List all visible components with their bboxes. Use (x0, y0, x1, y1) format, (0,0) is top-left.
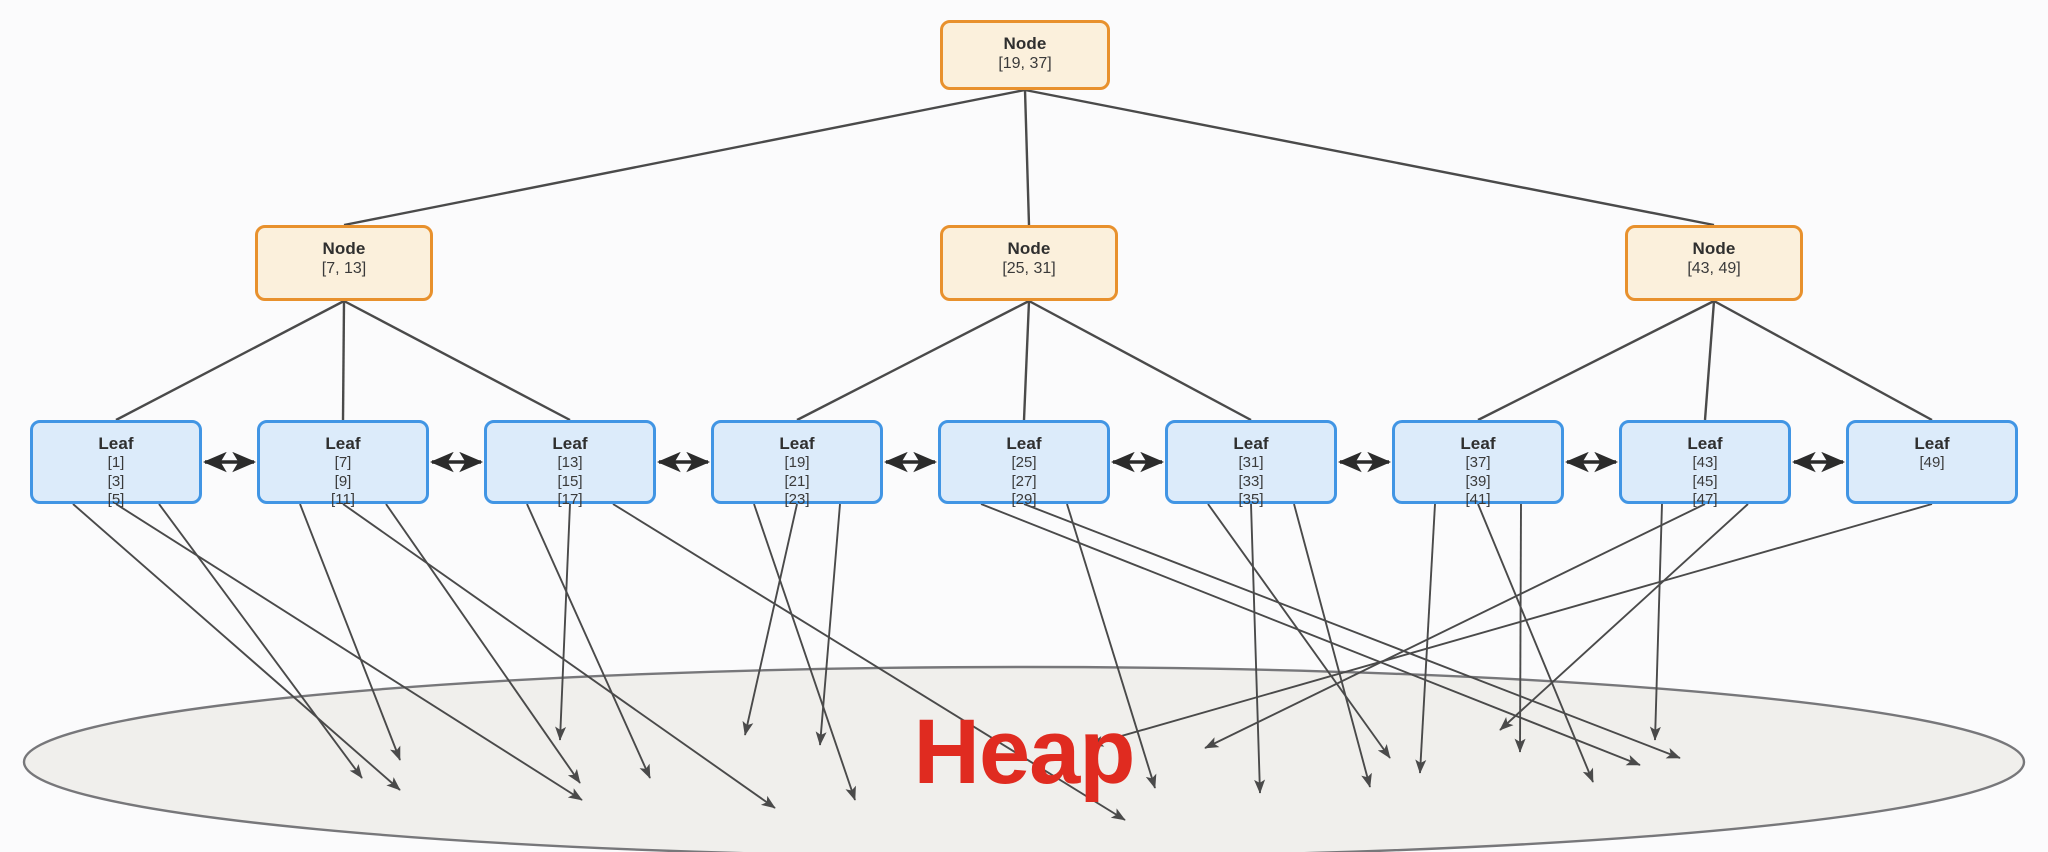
leaf-node-key: [15] (557, 472, 583, 490)
internal-node-title: Node (322, 239, 366, 258)
leaf-node-key: [19] (784, 454, 810, 472)
leaf-node-5[interactable]: Leaf[25][27][29] (938, 420, 1110, 508)
record-pointer (753, 503, 856, 801)
record-pointer (1293, 503, 1372, 788)
leaf-node-title: Leaf (325, 434, 361, 453)
leaf-node-title: Leaf (1233, 434, 1269, 453)
leaf-node-1[interactable]: Leaf[1][3][5] (30, 420, 202, 508)
leaf-node-key: [9] (334, 472, 352, 490)
record-pointer (742, 503, 798, 736)
record-pointer (1204, 503, 1706, 749)
leaf-node-key: [17] (557, 490, 583, 508)
leaf-node-title: Leaf (552, 434, 588, 453)
leaf-node-key: [29] (1011, 490, 1037, 508)
leaf-node-2[interactable]: Leaf[7][9][11] (257, 420, 429, 508)
record-pointer (1089, 503, 1933, 747)
internal-node-2[interactable]: Node [25, 31] (940, 225, 1118, 301)
record-pointer (299, 503, 401, 761)
leaf-node-title: Leaf (98, 434, 134, 453)
record-pointer (980, 503, 1641, 766)
internal-node-keys: [43, 49] (1687, 260, 1741, 278)
leaf-node-8[interactable]: Leaf[43][45][47] (1619, 420, 1791, 508)
leaf-node-key: [5] (107, 490, 125, 508)
leaf-node-key: [43] (1692, 454, 1718, 472)
record-pointer (1207, 503, 1391, 759)
internal-node-title: Node (1007, 239, 1051, 258)
record-pointer (612, 503, 1126, 821)
internal-node-3[interactable]: Node [43, 49] (1625, 225, 1803, 301)
record-pointer (342, 503, 776, 809)
leaf-node-key: [39] (1465, 472, 1491, 490)
leaf-node-key: [23] (784, 490, 810, 508)
leaf-node-key: [13] (557, 454, 583, 472)
leaf-node-key: [47] (1692, 490, 1718, 508)
record-pointer (1250, 503, 1266, 794)
leaf-node-key: [45] (1692, 472, 1718, 490)
leaf-node-key: [37] (1465, 454, 1491, 472)
leaf-node-title: Leaf (1460, 434, 1496, 453)
heap-region-ellipse (23, 665, 2025, 852)
root-node-keys: [19, 37] (998, 55, 1052, 73)
leaf-node-key: [21] (784, 472, 810, 490)
leaf-node-key: [7] (334, 454, 352, 472)
root-node[interactable]: Node [19, 37] (940, 20, 1110, 90)
leaf-node-6[interactable]: Leaf[31][33][35] (1165, 420, 1337, 508)
record-pointer (72, 503, 401, 791)
leaf-node-key: [35] (1238, 490, 1264, 508)
leaf-node-title: Leaf (779, 434, 815, 453)
record-pointer (1499, 503, 1749, 731)
record-pointer (158, 503, 363, 779)
internal-node-keys: [25, 31] (1002, 260, 1056, 278)
leaf-node-key: [11] (331, 490, 355, 508)
record-pointer (1066, 503, 1157, 789)
leaf-node-title: Leaf (1914, 434, 1950, 453)
tree-edges (115, 88, 1933, 422)
leaf-node-key: [33] (1238, 472, 1264, 490)
leaf-node-title: Leaf (1006, 434, 1042, 453)
record-pointer (555, 503, 571, 741)
leaf-node-key: [31] (1238, 454, 1264, 472)
internal-node-1[interactable]: Node [7, 13] (255, 225, 433, 301)
record-pointer (815, 503, 841, 746)
root-node-title: Node (1003, 34, 1047, 53)
leaf-node-title: Leaf (1687, 434, 1723, 453)
record-pointer (385, 503, 581, 784)
leaf-node-key: [27] (1011, 472, 1037, 490)
internal-node-keys: [7, 13] (321, 260, 367, 278)
record-pointer (115, 503, 583, 801)
record-pointer (1649, 503, 1663, 741)
record-pointer-edges (72, 503, 1933, 821)
record-pointer (1023, 503, 1681, 759)
record-pointer (1477, 503, 1594, 783)
internal-node-title: Node (1692, 239, 1736, 258)
leaf-node-key: [49] (1919, 454, 1945, 472)
leaf-node-3[interactable]: Leaf[13][15][17] (484, 420, 656, 508)
leaf-node-key: [3] (107, 472, 125, 490)
leaf-node-key: [25] (1011, 454, 1037, 472)
leaf-node-key: [41] (1465, 490, 1491, 508)
leaf-node-key: [1] (107, 454, 125, 472)
record-pointer (526, 503, 651, 779)
leaf-node-9[interactable]: Leaf[49] (1846, 420, 2018, 504)
leaf-node-7[interactable]: Leaf[37][39][41] (1392, 420, 1564, 508)
heap-label: Heap (913, 701, 1136, 803)
leaf-node-4[interactable]: Leaf[19][21][23] (711, 420, 883, 508)
